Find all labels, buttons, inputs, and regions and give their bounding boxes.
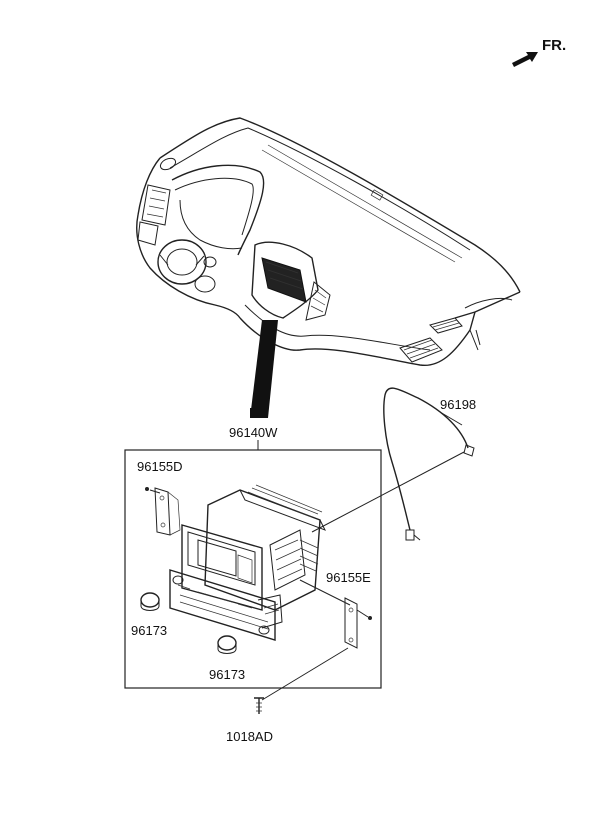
knob-right: 96173 [209,635,245,682]
part-label-knob-left: 96173 [131,623,167,638]
part-label-head-unit: 96140W [229,425,278,440]
part-label-bracket-left: 96155D [137,459,183,474]
dashboard-illustration [136,117,521,367]
head-unit [169,484,327,641]
leader-arrow [250,320,278,418]
bracket-right: 96155E [299,570,372,649]
screw: 1018AD [226,647,349,744]
part-label-bracket-right: 96155E [326,570,371,585]
part-label-cable: 96198 [440,397,476,412]
assembly-frame [124,449,382,689]
front-orientation-indicator: FR. [512,37,566,67]
part-label-screw: 1018AD [226,729,273,744]
knob-left: 96173 [131,592,167,638]
bracket-left: 96155D [137,459,183,536]
antenna-cable: 96198 [311,387,476,541]
part-label-knob-right: 96173 [209,667,245,682]
arrow-icon [512,52,538,67]
front-label: FR. [542,37,566,54]
